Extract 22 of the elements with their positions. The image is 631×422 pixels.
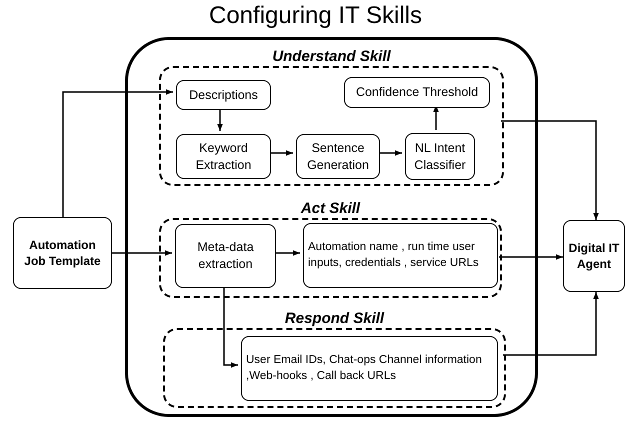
arrow <box>503 292 599 356</box>
group-heading: Respond Skill <box>284 310 386 328</box>
arrow <box>112 250 172 256</box>
process-box: User Email IDs, Chat-ops Channel information ,Web-hooks , Call back URLs <box>241 336 498 401</box>
diagram-title: Configuring IT Skills <box>208 2 423 30</box>
process-box: NL Intent Classifier <box>405 133 475 180</box>
container-box <box>125 37 538 417</box>
arrow <box>501 120 599 220</box>
group-heading: Understand Skill <box>271 48 392 66</box>
process-box: Descriptions <box>176 80 271 110</box>
process-box: Automation Job Template <box>13 217 112 289</box>
arrow <box>62 89 173 217</box>
process-box: Meta-data extraction <box>175 224 276 288</box>
process-box: Digital IT Agent <box>563 220 625 292</box>
arrow <box>499 254 563 260</box>
process-box: Automation name , run time user inputs, credentials , service URLs <box>303 223 498 288</box>
arrow <box>217 107 223 131</box>
process-box: Confidence Threshold <box>344 77 490 108</box>
process-box: Keyword Extraction <box>176 134 271 179</box>
group-heading: Act Skill <box>300 200 362 218</box>
process-box: Sentence Generation <box>296 134 380 179</box>
arrow <box>223 285 238 368</box>
